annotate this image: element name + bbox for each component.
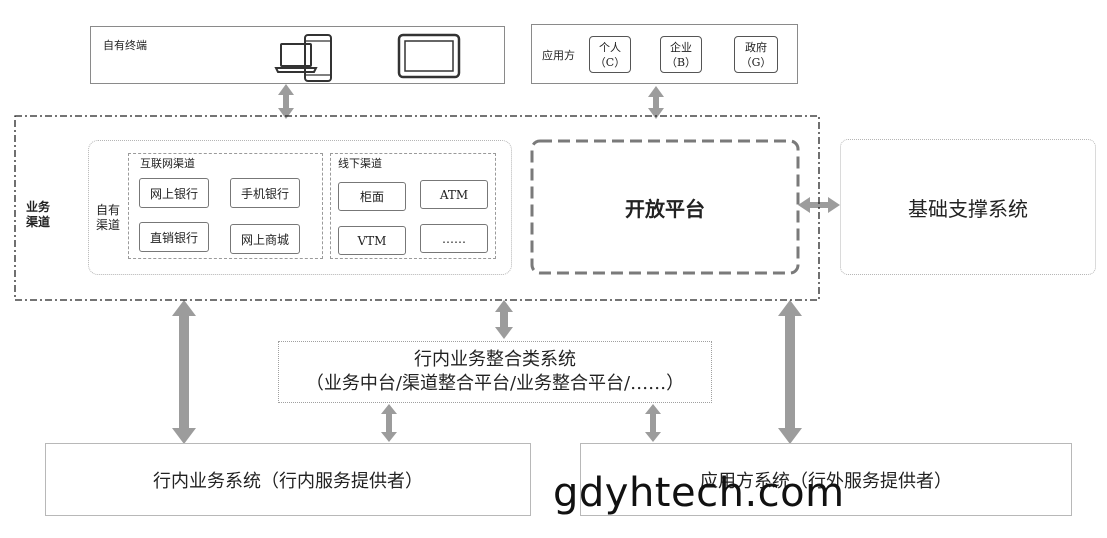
arrow-integration-internal: [381, 404, 397, 442]
own-channels-group: [88, 140, 512, 275]
watermark: gdyhtech.com: [553, 470, 845, 516]
channel-online-bank: 网上银行: [139, 178, 209, 208]
channel-mobile-bank-label: 手机银行: [240, 186, 289, 201]
integration-system: 行内业务整合类系统 （业务中台/渠道整合平台/业务整合平台/……）: [278, 341, 712, 403]
internet-channels-title: 互联网渠道: [140, 157, 195, 170]
party-individual-name: 个人: [598, 40, 621, 54]
party-enterprise: 企业（B）: [660, 36, 702, 73]
basic-support-system: 基础支撑系统: [840, 139, 1096, 275]
channel-atm-label: ATM: [439, 187, 469, 202]
offline-channels-title: 线下渠道: [338, 157, 382, 170]
arrow-integration-appsystems: [645, 404, 661, 442]
party-government-name: 政府: [744, 40, 767, 54]
channel-vtm: VTM: [338, 226, 406, 255]
arrow-channels-integration: [495, 300, 513, 339]
channel-counter: 柜面: [338, 182, 406, 211]
party-individual-code: （C）: [594, 55, 626, 69]
own-channels-label: 自有 渠道: [96, 203, 120, 233]
own-channels-label-1: 自有: [96, 203, 121, 217]
own-channels-label-2: 渠道: [96, 218, 121, 232]
app-party-label: 应用方: [542, 49, 575, 62]
integration-title: 行内业务整合类系统: [413, 349, 576, 370]
tablet-icon: [397, 33, 461, 79]
internal-business-systems: 行内业务系统（行内服务提供者）: [45, 443, 531, 516]
channel-counter-label: 柜面: [359, 190, 384, 204]
app-party-systems: 应用方系统（行外服务提供者）: [580, 443, 1072, 516]
open-platform-frame: [530, 139, 800, 275]
channel-mobile-bank: 手机银行: [230, 178, 300, 208]
party-enterprise-name: 企业: [670, 40, 692, 54]
terminals-panel: 自有终端: [90, 26, 505, 84]
channel-direct-bank-label: 直销银行: [149, 230, 198, 245]
app-systems-label: 应用方系统（行外服务提供者）: [700, 470, 952, 492]
arrow-terminals-channels: [278, 84, 294, 119]
terminals-label: 自有终端: [103, 39, 147, 52]
channel-online-mall: 网上商城: [230, 224, 300, 254]
party-individual: 个人（C）: [589, 36, 631, 73]
business-channels-label-2: 渠道: [26, 215, 51, 229]
channel-atm: ATM: [420, 180, 488, 209]
channel-direct-bank: 直销银行: [139, 222, 209, 252]
laptop-icon: [274, 43, 318, 73]
internet-channels-group: [128, 153, 323, 259]
phone-icon: [304, 34, 332, 82]
arrow-channels-internal: [172, 300, 196, 444]
integration-subtitle: （业务中台/渠道整合平台/业务整合平台/……）: [305, 373, 685, 394]
party-enterprise-code: （B）: [665, 55, 697, 69]
business-channels-frame: [14, 115, 820, 301]
business-channels-label: 业务 渠道: [26, 200, 50, 230]
channel-more: ……: [420, 224, 488, 253]
party-government-code: （G）: [740, 55, 772, 69]
business-channels-label-1: 业务: [26, 200, 51, 214]
channel-online-mall-label: 网上商城: [240, 232, 289, 247]
party-government: 政府（G）: [734, 36, 778, 73]
internal-systems-label: 行内业务系统（行内服务提供者）: [153, 470, 423, 492]
offline-channels-group: [330, 153, 496, 259]
channel-more-label: ……: [442, 231, 466, 246]
channel-online-bank-label: 网上银行: [149, 186, 198, 201]
open-platform: 开放平台: [530, 139, 800, 275]
channel-vtm-label: VTM: [357, 233, 387, 248]
basic-support-label: 基础支撑系统: [908, 196, 1028, 221]
arrow-platform-appsystems: [778, 300, 802, 444]
app-party-panel: 应用方 个人（C） 企业（B） 政府（G）: [531, 24, 798, 84]
open-platform-label: 开放平台: [625, 196, 705, 221]
watermark-text: gdyhtech.com: [553, 470, 845, 516]
